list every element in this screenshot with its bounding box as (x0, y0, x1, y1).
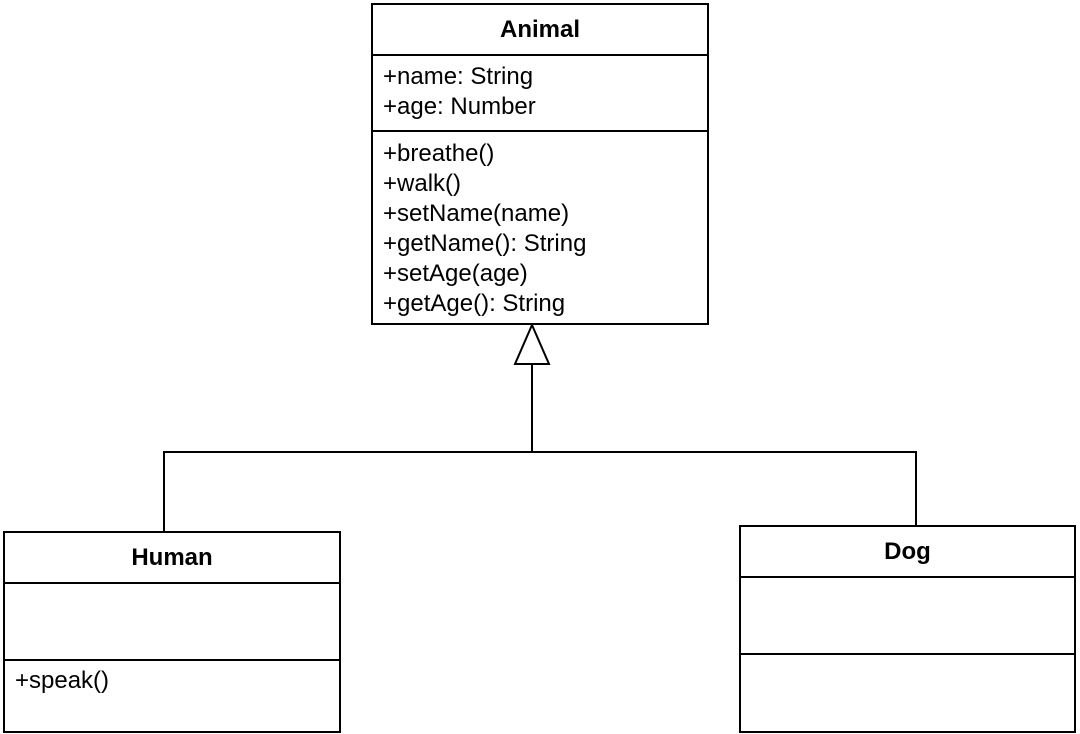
method: +getAge(): String (383, 290, 566, 317)
class-name: Animal (373, 5, 707, 56)
attributes-compartment (741, 578, 1074, 655)
attributes-compartment (5, 584, 339, 661)
attributes-compartment: +name: String +age: Number (373, 56, 707, 132)
class-name: Dog (741, 527, 1074, 578)
method: +breathe() (383, 140, 495, 167)
generalization-human-animal (163, 451, 532, 531)
class-name: Human (5, 533, 339, 584)
method: +getName(): String (383, 230, 587, 257)
method: +speak() (15, 667, 110, 694)
class-human[interactable]: Human +speak() (3, 531, 341, 733)
methods-compartment: +breathe() +walk() +setName(name) +getNa… (373, 132, 707, 319)
attribute: +age: Number (383, 93, 536, 120)
class-animal[interactable]: Animal +name: String +age: Number +breat… (371, 3, 709, 325)
method: +setAge(age) (383, 260, 528, 287)
methods-compartment: +speak() (5, 661, 339, 696)
inheritance-arrowhead-icon (513, 322, 551, 365)
method: +walk() (383, 170, 462, 197)
attribute: +name: String (383, 63, 534, 90)
class-dog[interactable]: Dog (739, 525, 1076, 733)
generalization-dog-animal (532, 451, 917, 525)
method: +setName(name) (383, 200, 570, 227)
